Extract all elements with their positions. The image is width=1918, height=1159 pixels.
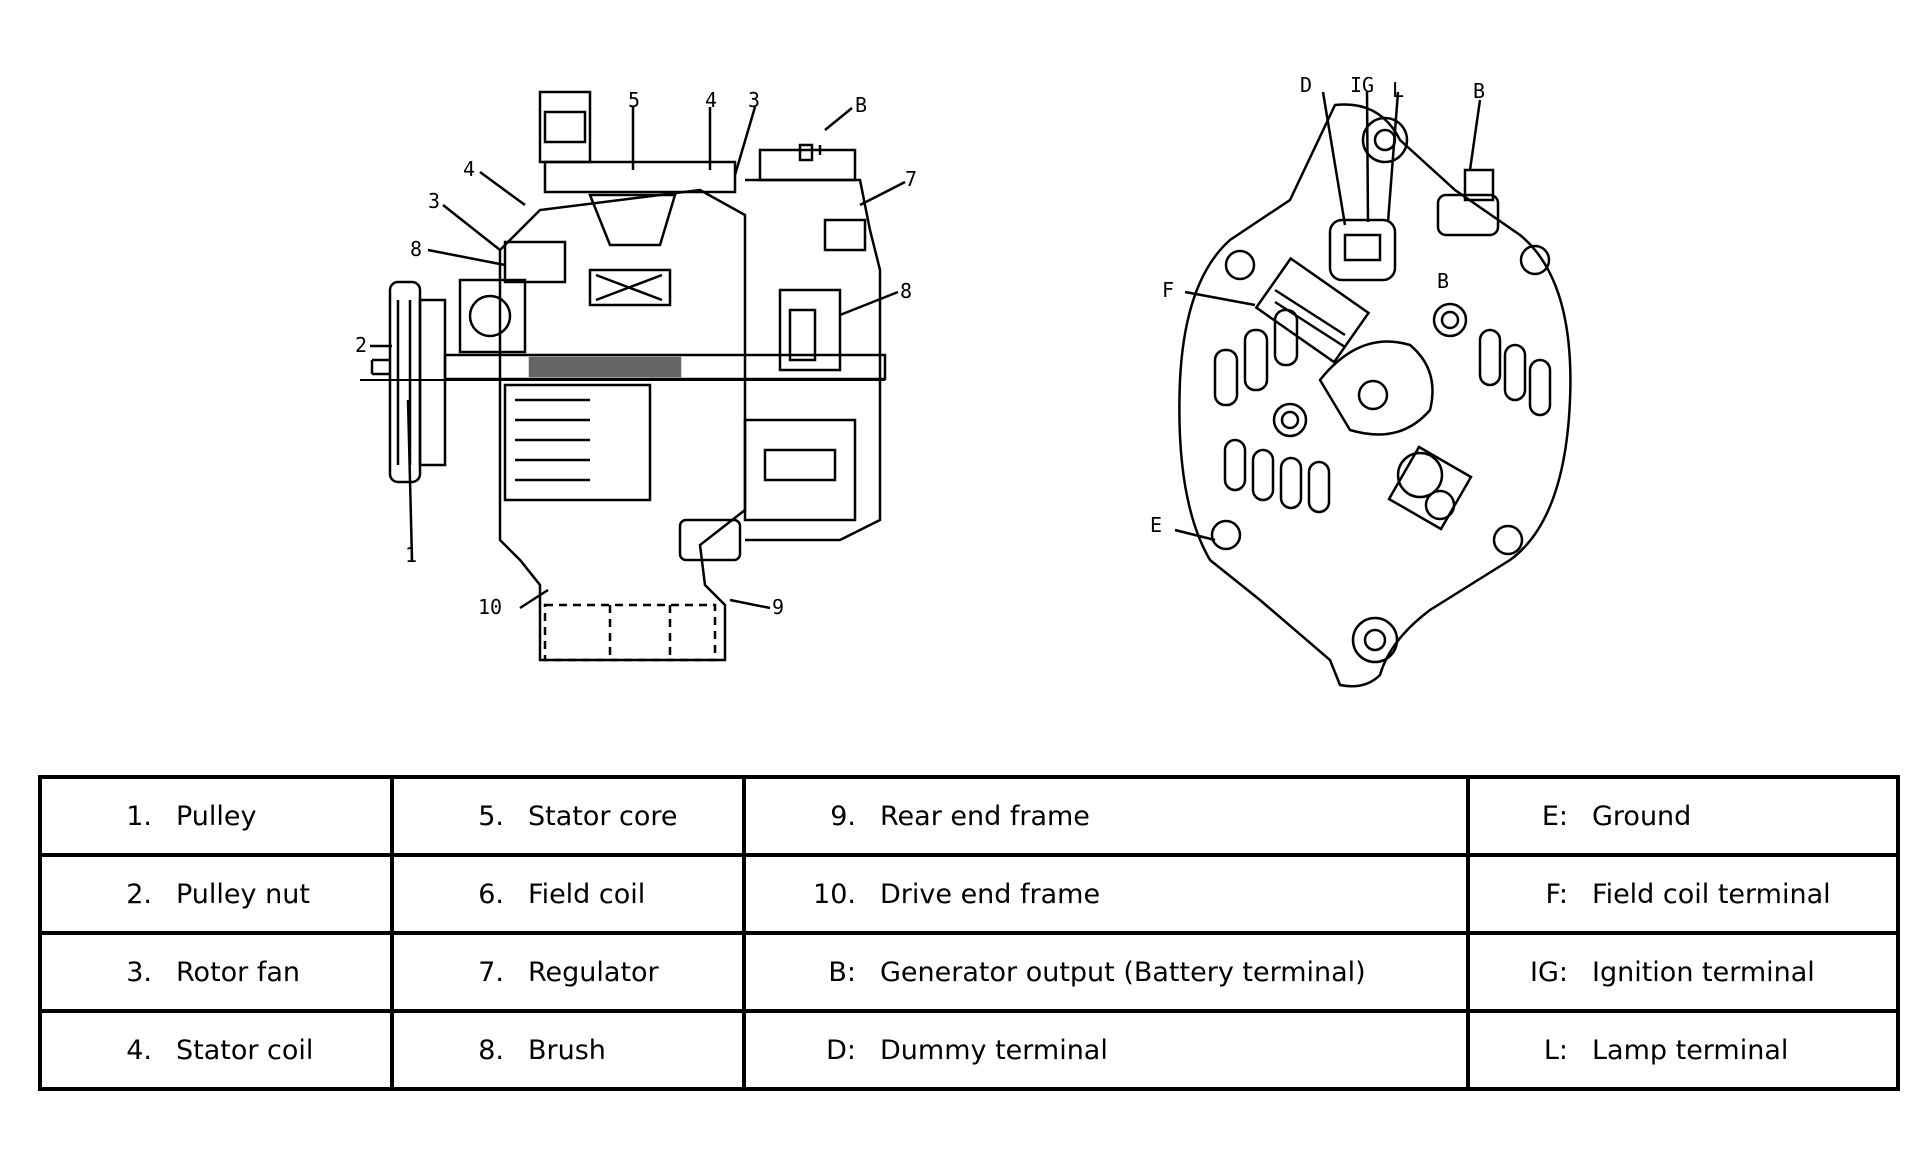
legend-label: Ground <box>1592 800 1692 832</box>
legend-cell: F: Field coil terminal <box>1466 853 1900 935</box>
callout-4b: 4 <box>705 88 717 112</box>
legend-cell: 2. Pulley nut <box>38 853 394 935</box>
legend-label: Field coil <box>528 878 646 910</box>
legend-cell: 10. Drive end frame <box>742 853 1470 935</box>
callout-b-inner: B <box>1437 269 1449 293</box>
callout-b-right: B <box>1473 79 1485 103</box>
callout-8b: 8 <box>900 279 912 303</box>
legend-cell: IG: Ignition terminal <box>1466 931 1900 1013</box>
legend-key: 8. <box>478 1034 504 1066</box>
legend-label: Field coil terminal <box>1592 878 1831 910</box>
legend-label: Stator core <box>528 800 678 832</box>
legend-label: Drive end frame <box>880 878 1101 910</box>
legend-row: 2. Pulley nut 6. Field coil 10. Drive end f… <box>38 853 1900 935</box>
legend-key: 3. <box>126 956 152 988</box>
callout-5: 5 <box>628 88 640 112</box>
legend-cell: 5. Stator core <box>390 775 746 857</box>
legend-cell: 3. Rotor fan <box>38 931 394 1013</box>
legend-label: Generator output (Battery terminal) <box>880 956 1366 988</box>
legend-key: 5. <box>478 800 504 832</box>
legend-label: Rear end frame <box>880 800 1090 832</box>
legend-key: 7. <box>478 956 504 988</box>
legend-key: B: <box>828 956 856 988</box>
legend-cell: D: Dummy terminal <box>742 1009 1470 1091</box>
callout-7: 7 <box>905 167 917 191</box>
legend-key: E: <box>1541 800 1568 832</box>
legend-label: Lamp terminal <box>1592 1034 1789 1066</box>
callout-b-left: B <box>855 93 867 117</box>
callout-1: 1 <box>405 543 417 567</box>
legend-cell: 1. Pulley <box>38 775 394 857</box>
legend-label: Stator coil <box>176 1034 314 1066</box>
legend-cell: 7. Regulator <box>390 931 746 1013</box>
legend-cell: 9. Rear end frame <box>742 775 1470 857</box>
callout-9: 9 <box>772 595 784 619</box>
legend-cell: 6. Field coil <box>390 853 746 935</box>
callout-d: D <box>1300 73 1312 97</box>
callout-3b: 3 <box>748 88 760 112</box>
callout-l: L <box>1392 78 1404 102</box>
legend-key: 1. <box>126 800 152 832</box>
legend-key: D: <box>826 1034 856 1066</box>
callout-10: 10 <box>478 595 502 619</box>
legend-key: 6. <box>478 878 504 910</box>
legend-key: 4. <box>126 1034 152 1066</box>
alternator-rear-view <box>1174 91 1572 688</box>
legend-key: 9. <box>830 800 856 832</box>
legend-label: Regulator <box>528 956 659 988</box>
legend-key: 10. <box>813 878 856 910</box>
legend-key: L: <box>1543 1034 1568 1066</box>
legend-row: 1.Pulley 5.Stator core 9.Rear end frame … <box>38 775 1900 857</box>
legend-label: Pulley <box>176 800 257 832</box>
callout-f: F <box>1162 278 1174 302</box>
legend-cell: 4. Stator coil <box>38 1009 394 1091</box>
callout-e: E <box>1150 513 1162 537</box>
callout-2: 2 <box>355 333 367 357</box>
callout-labels: 1 2 3 4 5 4 3 B 7 8 8 9 10 D IG L B F E … <box>355 73 1485 619</box>
callout-4: 4 <box>463 157 475 181</box>
legend-key: 2. <box>126 878 152 910</box>
legend-key: IG: <box>1530 956 1568 988</box>
callout-3: 3 <box>428 189 440 213</box>
legend-label: Rotor fan <box>176 956 301 988</box>
legend-cell: E: Ground <box>1466 775 1900 857</box>
legend-cell: L: Lamp terminal <box>1466 1009 1900 1091</box>
legend-row: 4. Stator coil 8. Brush D: Dummy terminal L… <box>38 1009 1900 1091</box>
callout-ig: IG <box>1350 73 1374 97</box>
alternator-side-view <box>360 90 906 662</box>
legend-label: Ignition terminal <box>1592 956 1815 988</box>
legend-table: 1.Pulley 5.Stator core 9.Rear end frame … <box>38 775 1900 1091</box>
alternator-diagram: 1 2 3 4 5 4 3 B 7 8 8 9 10 D IG L B F E … <box>355 73 1572 688</box>
legend-row: 3. Rotor fan 7. Regulator B: Generator outp… <box>38 931 1900 1013</box>
vent-slots <box>1213 308 1552 514</box>
legend-label: Brush <box>528 1034 606 1066</box>
legend-cell: 8. Brush <box>390 1009 746 1091</box>
legend-label: Pulley nut <box>176 878 310 910</box>
legend-label: Dummy terminal <box>880 1034 1108 1066</box>
callout-8: 8 <box>410 237 422 261</box>
legend-cell: B: Generator output (Battery terminal) <box>742 931 1470 1013</box>
legend-key: F: <box>1545 878 1568 910</box>
